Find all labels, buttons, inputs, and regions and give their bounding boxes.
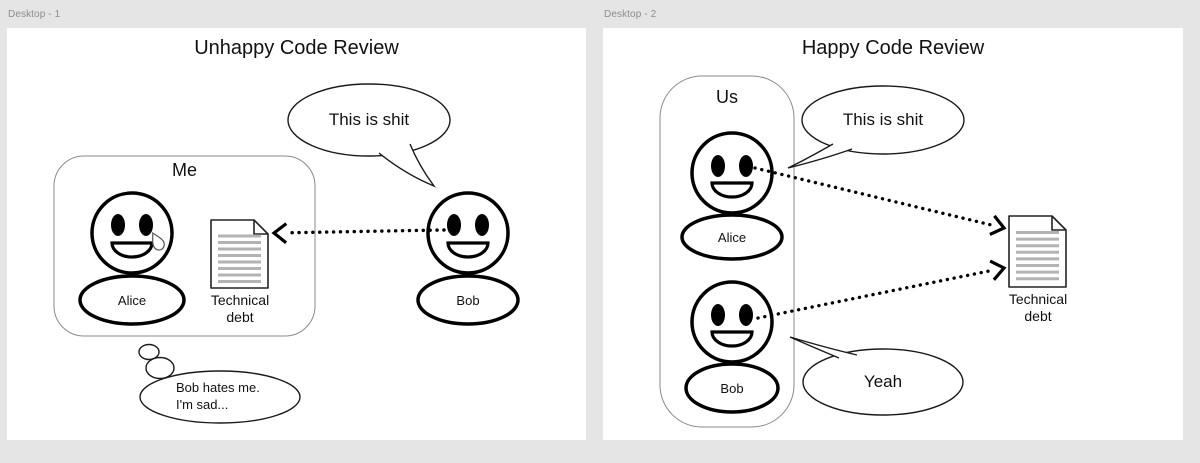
- document-fold: [1051, 216, 1066, 231]
- dotted-line: [288, 228, 446, 235]
- bob-name-label[interactable]: Bob: [456, 293, 480, 308]
- speech-bubble-tail: [378, 143, 437, 188]
- bob-smile: [710, 330, 754, 348]
- alice-figure[interactable]: [680, 131, 784, 261]
- bob-right-eye: [475, 214, 489, 236]
- bob-figure[interactable]: [684, 280, 780, 414]
- thought-dot-medium: [145, 356, 175, 380]
- speech-bubble-bob[interactable]: [789, 336, 964, 416]
- dotted-arrow-bob-to-document[interactable]: [756, 259, 1007, 320]
- bob-speech-text[interactable]: This is shit: [328, 110, 410, 129]
- frame-desktop-1: Unhappy Code Review Me Alice Bob Technic…: [7, 28, 586, 440]
- bob-left-eye: [447, 214, 461, 236]
- arrowhead-icon: [271, 222, 288, 244]
- thought-bubble-body: [139, 370, 301, 424]
- speech-bubble-bob[interactable]: [287, 83, 451, 188]
- alice-head: [90, 191, 174, 275]
- speech-bubble-body: [802, 348, 964, 416]
- alice-thought-text[interactable]: Bob hates me. I'm sad...: [176, 380, 260, 412]
- bob-head: [690, 280, 774, 364]
- arrowhead-icon: [989, 214, 1007, 236]
- alice-smile: [710, 181, 754, 199]
- bob-smile: [446, 241, 490, 259]
- document-icon[interactable]: [210, 219, 269, 289]
- speech-bubble-body: [801, 85, 965, 155]
- thought-dot-small: [138, 343, 160, 361]
- diagram-title[interactable]: Unhappy Code Review: [194, 37, 399, 59]
- alice-left-eye: [711, 155, 725, 177]
- alice-body: [78, 274, 186, 326]
- dotted-arrow-alice-to-document[interactable]: [753, 166, 1007, 236]
- alice-left-eye: [111, 214, 125, 236]
- bob-right-eye: [739, 304, 753, 326]
- bob-head: [426, 191, 510, 275]
- bob-left-eye: [711, 304, 725, 326]
- us-group-label[interactable]: Us: [716, 87, 738, 107]
- thought-bubble-alice[interactable]: [138, 343, 301, 424]
- bob-body: [416, 274, 520, 326]
- alice-name-label[interactable]: Alice: [117, 293, 147, 308]
- me-group-label[interactable]: Me: [171, 160, 197, 180]
- dotted-line: [753, 166, 995, 228]
- frame-desktop-2: Happy Code Review Us Alice Bob Technical…: [603, 28, 1183, 440]
- speech-bubble-tail: [789, 336, 858, 359]
- bob-speech-text[interactable]: Yeah: [863, 372, 903, 391]
- sweat-drop-icon: [152, 231, 165, 251]
- speech-bubble-alice[interactable]: [787, 85, 965, 169]
- unhappy-diagram: [53, 83, 520, 424]
- technical-debt-label[interactable]: Technical debt: [210, 292, 270, 325]
- technical-debt-label[interactable]: Technical debt: [1008, 291, 1068, 324]
- frame-title-desktop-2[interactable]: Desktop - 2: [604, 9, 657, 20]
- document-icon[interactable]: [1008, 215, 1067, 288]
- alice-body: [680, 213, 784, 261]
- frame-title-desktop-1[interactable]: Desktop - 1: [8, 9, 61, 20]
- arrowhead-icon: [989, 259, 1007, 281]
- document-text-lines: [1016, 231, 1059, 281]
- alice-smile: [110, 241, 154, 259]
- speech-bubble-tail: [787, 143, 853, 169]
- bob-body: [684, 362, 780, 414]
- alice-name-label[interactable]: Alice: [717, 230, 747, 245]
- diagram-title[interactable]: Happy Code Review: [801, 37, 985, 59]
- happy-diagram: [659, 75, 1067, 428]
- speech-bubble-body: [287, 83, 451, 157]
- bob-figure[interactable]: [416, 191, 520, 326]
- alice-right-eye: [739, 155, 753, 177]
- bob-name-label[interactable]: Bob: [720, 381, 744, 396]
- alice-speech-text[interactable]: This is shit: [842, 110, 924, 129]
- dotted-arrow-bob-to-document[interactable]: [271, 222, 446, 244]
- alice-figure[interactable]: [78, 191, 186, 326]
- document-fold: [253, 220, 268, 235]
- alice-right-eye: [139, 214, 153, 236]
- dotted-line: [756, 268, 995, 320]
- document-text-lines: [218, 234, 261, 283]
- alice-head: [690, 131, 774, 215]
